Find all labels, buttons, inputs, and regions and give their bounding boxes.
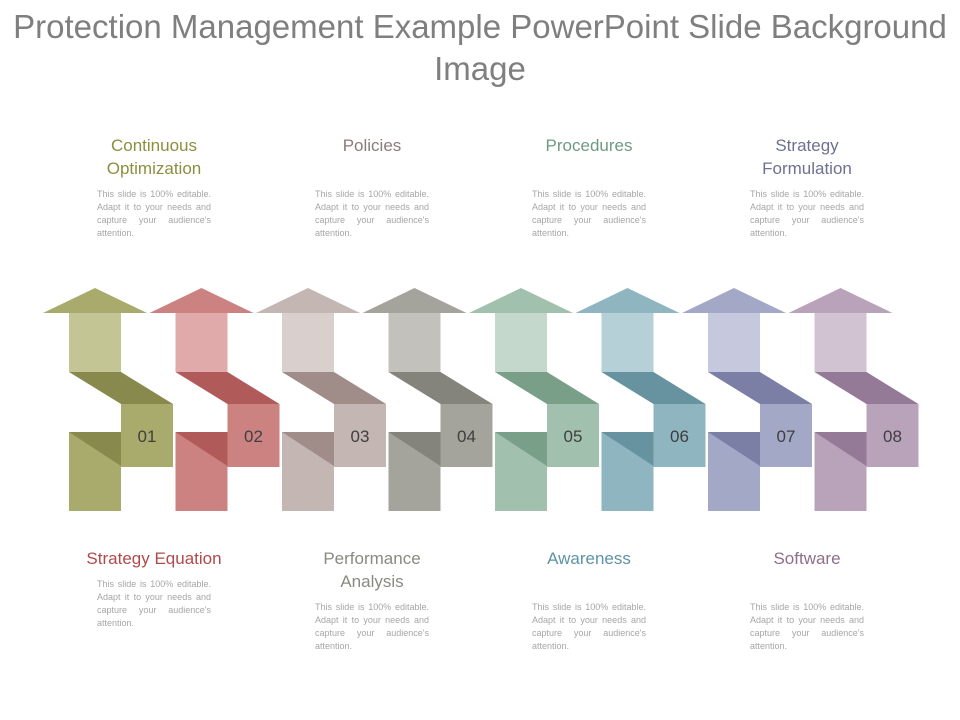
arrow-upper-shaft (282, 313, 334, 372)
arrow-lower-fold (708, 432, 760, 466)
arrow-diagonal-band (175, 372, 280, 404)
text-block-policies: Policies This slide is 100% editable. Ad… (297, 134, 447, 240)
block-description: This slide is 100% editable. Adapt it to… (97, 579, 211, 628)
arrow-number-box (653, 404, 706, 467)
arrow-diagonal-band (708, 372, 812, 404)
block-description: This slide is 100% editable. Adapt it to… (315, 189, 429, 238)
arrow-number-box (227, 404, 280, 467)
arrow-diagonal-band (388, 372, 493, 404)
arrow-07: 07 (682, 288, 812, 511)
arrow-number: 04 (457, 427, 476, 446)
arrow-head (469, 288, 573, 313)
block-heading: Policies (342, 136, 402, 155)
arrow-number-box (547, 404, 599, 467)
arrow-head (256, 288, 360, 313)
block-heading: Awareness (547, 549, 631, 568)
arrow-03: 03 (256, 288, 386, 511)
arrow-number-box (866, 404, 919, 467)
block-description: This slide is 100% editable. Adapt it to… (97, 189, 211, 238)
text-block-strategy-equation: Strategy Equation This slide is 100% edi… (79, 547, 229, 630)
arrow-upper-shaft (814, 313, 867, 372)
arrow-head (682, 288, 786, 313)
text-block-performance-analysis: Performance Analysis This slide is 100% … (297, 547, 447, 653)
arrow-06: 06 (575, 288, 706, 511)
arrow-diagonal-band (69, 372, 173, 404)
arrow-head (575, 288, 680, 313)
arrow-diagonal-band (495, 372, 599, 404)
arrow-upper-shaft (708, 313, 760, 372)
arrow-number: 06 (670, 427, 689, 446)
arrow-lower-fold (495, 432, 547, 466)
arrow-08: 08 (788, 288, 919, 511)
arrow-04: 04 (362, 288, 493, 511)
arrow-upper-shaft (69, 313, 121, 372)
arrow-number: 01 (138, 427, 157, 446)
arrow-diagonal-band (814, 372, 919, 404)
block-heading: Strategy Formulation (762, 136, 852, 178)
arrow-lower-fold (69, 432, 121, 466)
arrow-lower-fold (282, 432, 334, 466)
block-description: This slide is 100% editable. Adapt it to… (532, 602, 646, 651)
arrow-02: 02 (149, 288, 280, 511)
arrow-head (149, 288, 254, 313)
arrow-head (362, 288, 467, 313)
arrow-05: 05 (469, 288, 599, 511)
block-heading: Performance Analysis (323, 549, 421, 591)
arrow-number: 02 (244, 427, 263, 446)
arrow-diagonal-band (282, 372, 386, 404)
arrow-lower-fold (601, 432, 654, 466)
block-description: This slide is 100% editable. Adapt it to… (750, 602, 864, 651)
arrow-number-box (334, 404, 386, 467)
arrow-number: 08 (883, 427, 902, 446)
arrow-upper-shaft (175, 313, 228, 372)
block-heading: Software (773, 549, 841, 568)
block-heading: Strategy Equation (86, 549, 222, 568)
arrow-01: 01 (43, 288, 173, 511)
arrow-number: 05 (564, 427, 583, 446)
arrow-diagonal-band (601, 372, 706, 404)
arrow-number-box (121, 404, 173, 467)
arrow-head (788, 288, 893, 313)
block-description: This slide is 100% editable. Adapt it to… (750, 189, 864, 238)
arrow-lower-fold (175, 432, 228, 466)
block-heading: Procedures (545, 136, 633, 155)
block-description: This slide is 100% editable. Adapt it to… (315, 602, 429, 651)
arrow-number: 03 (351, 427, 370, 446)
text-block-software: Software This slide is 100% editable. Ad… (732, 547, 882, 653)
block-description: This slide is 100% editable. Adapt it to… (532, 189, 646, 238)
arrow-number: 07 (777, 427, 796, 446)
arrow-upper-shaft (601, 313, 654, 372)
text-block-strategy-formulation: Strategy Formulation This slide is 100% … (732, 134, 882, 240)
arrow-head (43, 288, 147, 313)
arrow-number-box (760, 404, 812, 467)
arrow-diagram: 01 02 03 04 05 06 07 08 (43, 288, 919, 511)
arrow-number-box (440, 404, 493, 467)
text-block-continuous-optimization: Continuous Optimization This slide is 10… (79, 134, 229, 240)
slide-title: Protection Management Example PowerPoint… (13, 8, 947, 87)
text-block-procedures: Procedures This slide is 100% editable. … (514, 134, 664, 240)
text-block-awareness: Awareness This slide is 100% editable. A… (514, 547, 664, 653)
arrow-upper-shaft (388, 313, 441, 372)
block-heading: Continuous Optimization (106, 136, 202, 178)
arrow-lower-fold (388, 432, 441, 466)
arrow-upper-shaft (495, 313, 547, 372)
arrow-lower-fold (814, 432, 867, 466)
